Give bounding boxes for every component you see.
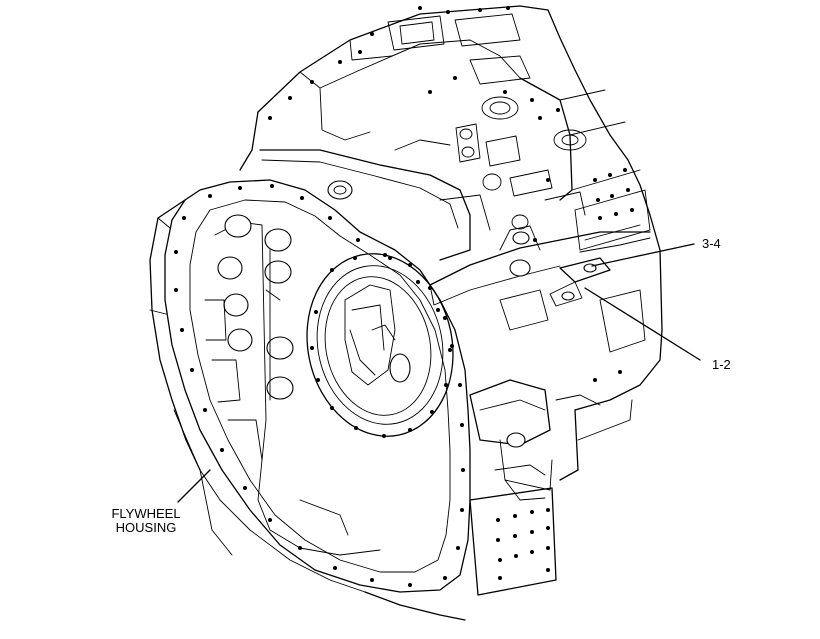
callout-3-4: 3-4 xyxy=(702,236,721,251)
callout-flywheel-line2: HOUSING xyxy=(116,520,177,535)
bracket-assembly xyxy=(429,225,651,596)
leader-3-4 xyxy=(591,243,695,267)
callout-flywheel-line1: FLYWHEEL xyxy=(111,506,180,521)
leader-1-2 xyxy=(584,287,701,361)
engine-block xyxy=(239,5,663,481)
leader-flywheel-housing xyxy=(177,469,211,503)
callout-1-2: 1-2 xyxy=(712,357,731,372)
flywheel-housing xyxy=(149,179,471,621)
upper-housing-section xyxy=(259,139,491,261)
leader-lines xyxy=(177,243,701,503)
